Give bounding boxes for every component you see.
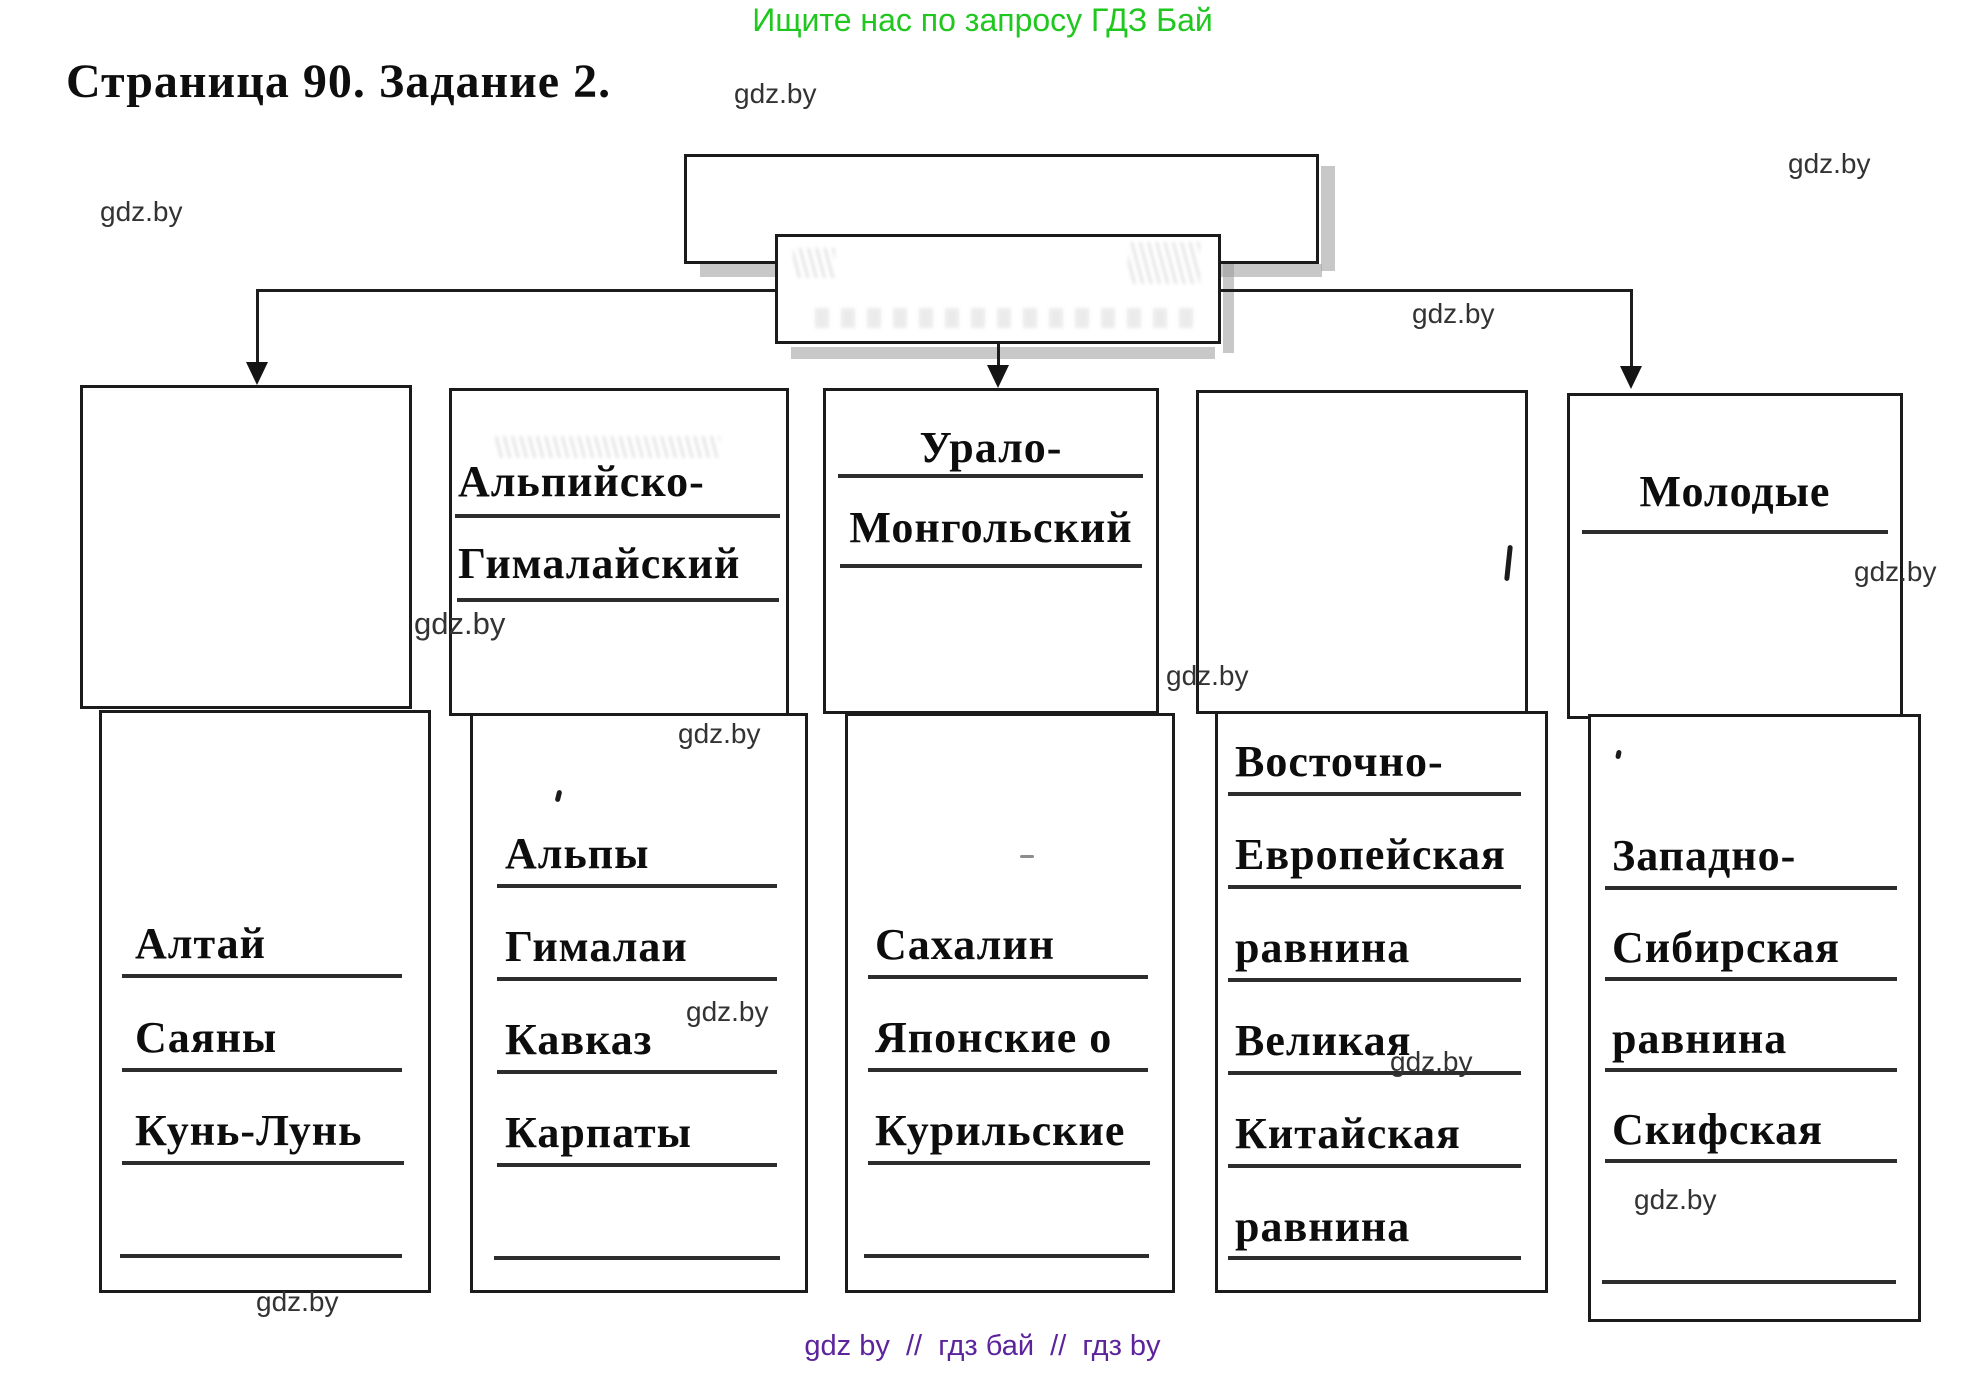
- page-title: Страница 90. Задание 2.: [66, 55, 612, 108]
- item-underline: [497, 884, 777, 888]
- column-2-header-line-1: Альпийско-: [458, 457, 705, 506]
- item-underline: [868, 1161, 1150, 1165]
- list-item: равнина: [1612, 1014, 1788, 1063]
- item-underline: [1228, 885, 1521, 889]
- item-underline: [122, 1161, 404, 1165]
- connector-left-drop: [256, 289, 259, 365]
- watermark: gdz.by: [256, 1286, 339, 1317]
- column-4-header-box: [1196, 390, 1528, 714]
- list-item: Кавказ: [505, 1015, 653, 1064]
- erased-text-smudge: [815, 308, 1195, 328]
- sub-root-box-shadow: [791, 347, 1215, 359]
- watermark: gdz.by: [414, 606, 506, 641]
- item-underline: [1605, 886, 1897, 890]
- list-item: равнина: [1235, 923, 1411, 972]
- list-item: Гималаи: [505, 922, 688, 971]
- column-1-list-box: [99, 710, 431, 1293]
- item-underline: [497, 1070, 777, 1074]
- watermark: gdz.by: [1854, 556, 1937, 587]
- watermark: gdz.by: [1390, 1046, 1473, 1077]
- column-2-header-line-2: Гималайский: [458, 539, 741, 588]
- item-underline: [1228, 1164, 1521, 1168]
- header-underline: [455, 514, 780, 518]
- arrow-down-icon: [246, 362, 268, 385]
- column-3-header-box: [823, 388, 1159, 714]
- list-item: Западно-: [1612, 831, 1797, 880]
- pen-tick-mark: [1020, 855, 1034, 858]
- item-underline: [868, 975, 1148, 979]
- list-item: равнина: [1235, 1202, 1411, 1251]
- item-underline: [1605, 977, 1897, 981]
- list-item: Восточно-: [1235, 737, 1444, 786]
- item-underline: [1605, 1159, 1897, 1163]
- erased-text-smudge: [793, 248, 835, 278]
- item-underline: [1228, 1071, 1521, 1075]
- column-5-list-box: [1588, 714, 1921, 1322]
- column-3-list-box: [845, 713, 1175, 1293]
- list-item: Кунь-Лунь: [135, 1106, 363, 1155]
- list-item: Японские о: [875, 1013, 1113, 1062]
- column-5-header-line-1: Молодые: [1639, 467, 1831, 516]
- blank-fill-line: [494, 1256, 780, 1260]
- item-underline: [868, 1068, 1148, 1072]
- sub-root-box-shadow: [1223, 258, 1234, 353]
- item-underline: [497, 977, 777, 981]
- item-underline: [1605, 1068, 1897, 1072]
- list-item: Великая: [1235, 1016, 1412, 1065]
- erased-text-smudge: [1128, 242, 1200, 284]
- header-underline: [838, 474, 1143, 478]
- arrow-down-icon: [987, 365, 1009, 388]
- item-underline: [497, 1163, 777, 1167]
- watermark: gdz.by: [678, 718, 761, 749]
- column-5-header-box: [1567, 393, 1903, 719]
- list-item: Европейская: [1235, 830, 1506, 879]
- item-underline: [1228, 978, 1521, 982]
- blank-fill-line: [864, 1254, 1149, 1258]
- connector-right-drop: [1630, 289, 1633, 369]
- column-4-list-box: [1215, 711, 1548, 1293]
- column-3-header-line-2: Монгольский: [849, 503, 1133, 552]
- header-underline: [1582, 530, 1888, 534]
- root-box-shadow: [1321, 166, 1335, 271]
- list-item: Карпаты: [505, 1108, 692, 1157]
- erased-text-smudge: [495, 436, 720, 458]
- column-2-list-box: [470, 713, 808, 1293]
- column-1-header-box: [80, 385, 412, 709]
- watermark: gdz.by: [1634, 1184, 1717, 1215]
- promo-banner: Ищите нас по запросу ГДЗ Бай: [752, 2, 1213, 38]
- list-item: Курильские: [875, 1106, 1126, 1155]
- item-underline: [122, 1068, 402, 1072]
- footer-watermark: gdz by // гдз бай // гдз by: [804, 1330, 1161, 1362]
- item-underline: [1228, 792, 1521, 796]
- item-underline: [1228, 1256, 1521, 1260]
- watermark: gdz.by: [686, 996, 769, 1027]
- blank-fill-line: [120, 1254, 402, 1258]
- watermark: gdz.by: [734, 78, 817, 109]
- list-item: Сахалин: [875, 920, 1055, 969]
- watermark: gdz.by: [1166, 660, 1249, 691]
- watermark: gdz.by: [1788, 148, 1871, 179]
- watermark: gdz.by: [100, 196, 183, 227]
- list-item: Альпы: [505, 829, 650, 878]
- item-underline: [122, 974, 402, 978]
- column-3-header-line-1: Урало-: [919, 423, 1063, 472]
- list-item: Китайская: [1235, 1109, 1461, 1158]
- arrow-down-icon: [1620, 366, 1642, 389]
- list-item: Сибирская: [1612, 923, 1840, 972]
- connector-middle-drop: [997, 344, 1000, 368]
- header-underline: [457, 598, 779, 602]
- list-item: Саяны: [135, 1013, 278, 1062]
- watermark: gdz.by: [1412, 298, 1495, 329]
- list-item: Алтай: [135, 919, 266, 968]
- list-item: Скифская: [1612, 1105, 1823, 1154]
- blank-fill-line: [1602, 1280, 1896, 1284]
- header-underline: [840, 564, 1142, 568]
